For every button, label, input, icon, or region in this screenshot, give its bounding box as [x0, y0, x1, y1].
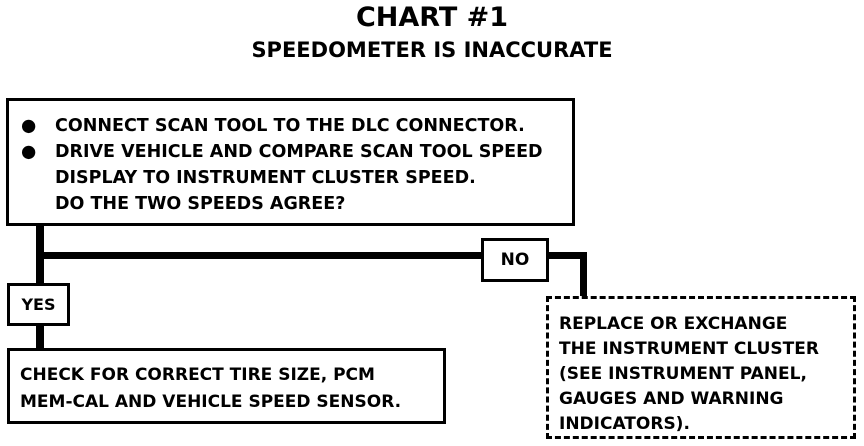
- bullet-icon: ●: [21, 142, 37, 162]
- yes-result-box: CHECK FOR CORRECT TIRE SIZE, PCM MEM-CAL…: [7, 348, 446, 424]
- start-step-box: ● CONNECT SCAN TOOL TO THE DLC CONNECTOR…: [6, 98, 575, 226]
- connector-no-exit-vertical: [580, 252, 587, 298]
- result-line: (SEE INSTRUMENT PANEL,: [559, 364, 807, 384]
- no-branch-label: NO: [481, 238, 549, 282]
- result-line: INDICATORS).: [559, 414, 690, 434]
- chart-subtitle: SPEEDOMETER IS INACCURATE: [251, 38, 613, 62]
- chart-title: CHART #1: [355, 2, 509, 33]
- result-line: THE INSTRUMENT CLUSTER: [559, 339, 819, 359]
- connector-no-exit-horizontal: [547, 252, 587, 259]
- result-line: MEM-CAL AND VEHICLE SPEED SENSOR.: [20, 392, 402, 412]
- step-text: DRIVE VEHICLE AND COMPARE SCAN TOOL SPEE…: [55, 142, 543, 162]
- decision-question: DO THE TWO SPEEDS AGREE?: [55, 194, 346, 214]
- result-line: GAUGES AND WARNING: [559, 389, 784, 409]
- step-item: ● DRIVE VEHICLE AND COMPARE SCAN TOOL SP…: [17, 139, 562, 165]
- result-line: REPLACE OR EXCHANGE: [559, 314, 788, 334]
- step-text: CONNECT SCAN TOOL TO THE DLC CONNECTOR.: [55, 116, 525, 136]
- connector-no-horizontal: [36, 252, 483, 259]
- no-result-box: REPLACE OR EXCHANGE THE INSTRUMENT CLUST…: [546, 296, 856, 439]
- yes-branch-label: YES: [7, 283, 70, 326]
- result-line: CHECK FOR CORRECT TIRE SIZE, PCM: [20, 365, 375, 385]
- step-text-continued: DISPLAY TO INSTRUMENT CLUSTER SPEED.: [55, 168, 476, 188]
- step-item: ● CONNECT SCAN TOOL TO THE DLC CONNECTOR…: [17, 113, 562, 139]
- bullet-icon: ●: [21, 116, 37, 136]
